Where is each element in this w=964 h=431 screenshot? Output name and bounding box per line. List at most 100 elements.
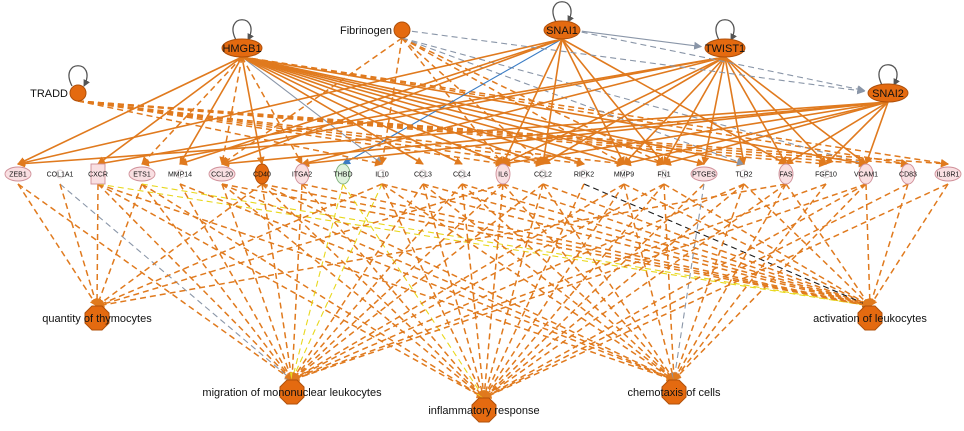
edge-SNAI2-to-VCAM1 [864, 101, 889, 165]
edge-CCL2-to-inflammatory [482, 183, 544, 399]
gene-node[interactable] [659, 169, 669, 179]
edge-HMGB1-to-CD83 [241, 56, 909, 167]
gene-label: TLR2 [735, 172, 752, 179]
regulator-node[interactable] [221, 38, 263, 58]
edge-HMGB1-to-IL10 [241, 56, 383, 165]
gene-node[interactable] [377, 169, 387, 179]
edge-VCAM1-to-chemotaxis [673, 183, 867, 381]
edge-IL10-to-migration [291, 183, 383, 381]
regulator-node[interactable] [69, 84, 87, 102]
gene-label: CCL3 [414, 172, 432, 179]
gene-node[interactable] [934, 166, 962, 182]
edge-CD40-to-chemotaxis [261, 183, 675, 381]
gene-node[interactable] [690, 166, 718, 182]
edge-CXCR4-to-inflammatory [97, 183, 485, 399]
gene-label: CD83 [899, 172, 917, 179]
gene-label: PTGES [692, 172, 716, 179]
regulator-label: TRADD [30, 88, 68, 100]
gene-node[interactable] [739, 169, 749, 179]
function-node[interactable] [661, 379, 687, 405]
gene-label: CCL20 [211, 172, 233, 179]
edge-COL1A1-to-thymocytes [59, 183, 99, 307]
edge-TRADD-to-CCL2 [77, 100, 544, 168]
gene-label: FN1 [657, 172, 670, 179]
edge-VCAM1-to-migration [291, 183, 867, 382]
edge-HMGB1-to-IL6 [241, 56, 504, 166]
gene-node[interactable] [457, 169, 467, 179]
regulator-label: TWIST1 [705, 43, 745, 55]
gene-node[interactable] [418, 169, 428, 179]
gene-label: IL18R1 [937, 172, 960, 179]
edge-ZEB1-to-migration [17, 183, 293, 381]
gene-node[interactable] [619, 169, 629, 179]
gene-node[interactable] [208, 166, 236, 182]
edge-HMGB1-to-ITGA2 [241, 56, 303, 165]
edge-TRADD-to-IL6 [77, 100, 504, 167]
edge-CCL4-to-activation [461, 183, 871, 308]
gene-node[interactable] [175, 169, 185, 179]
edge-PTGES-to-chemotaxis [671, 183, 705, 381]
edge-TRADD-to-IL10 [77, 100, 383, 167]
edge-MMP9-to-chemotaxis [623, 183, 677, 381]
gene-node[interactable] [538, 169, 548, 179]
edge-CXCR4-to-activation [97, 183, 871, 309]
gene-label: CXCR [88, 172, 108, 179]
function-node[interactable] [279, 379, 305, 405]
edge-TLR2-to-inflammatory [483, 183, 745, 399]
edge-HMGB1-to-CCL2 [241, 56, 544, 166]
regulator-node[interactable] [543, 20, 581, 40]
edge-CCL2-to-migration [291, 183, 544, 381]
edge-SNAI1-to-TWIST1 [581, 30, 703, 50]
edge-HMGB1-to-CCL4 [241, 56, 463, 165]
gene-label: VCAM1 [854, 172, 878, 179]
gene-label: IL6 [498, 172, 508, 179]
gene-node[interactable] [900, 163, 916, 185]
gene-node[interactable] [858, 163, 874, 185]
gene-node[interactable] [254, 163, 270, 185]
function-node[interactable] [471, 397, 497, 423]
gene-label: ZEB1 [9, 172, 27, 179]
gene-label: FGF10 [815, 172, 837, 179]
edge-SNAI1-to-ZEB1 [17, 38, 563, 167]
gene-node[interactable] [55, 169, 65, 179]
edge-ETS1-to-thymocytes [95, 183, 143, 307]
edge-CD83-to-inflammatory [483, 183, 909, 399]
edge-IL10-to-chemotaxis [381, 183, 675, 381]
edge-IL18R1-to-activation [869, 183, 949, 307]
edge-CCL20-to-activation [221, 183, 871, 309]
gene-node[interactable] [294, 163, 310, 185]
gene-node[interactable] [579, 169, 589, 179]
edge-TWIST1-to-FAS [724, 56, 787, 165]
edge-SNAI1-to-THBD [342, 38, 563, 165]
gene-node[interactable] [128, 166, 156, 182]
regulator-node[interactable] [393, 21, 411, 39]
edge-SNAI2-to-FGF10 [825, 101, 889, 165]
edge-FAS-to-chemotaxis [673, 183, 787, 381]
function-node[interactable] [84, 305, 110, 331]
edge-SNAI2-to-MMP9 [623, 101, 889, 167]
gene-label: MMP9 [614, 172, 634, 179]
edge-VCAM1-to-inflammatory [483, 183, 867, 399]
gene-node[interactable] [778, 163, 794, 185]
edge-CCL4-to-chemotaxis [461, 183, 675, 381]
edge-HMGB1-to-ZEB1 [17, 56, 243, 165]
edge-MMP14-to-migration [179, 183, 293, 381]
edge-CCL20-to-chemotaxis [221, 183, 675, 381]
edge-MMP14-to-chemotaxis [179, 183, 675, 382]
edge-TRADD-to-RIPK2 [77, 100, 585, 168]
self-loop-SNAI2 [878, 64, 900, 86]
gene-node[interactable] [495, 163, 511, 185]
function-node[interactable] [857, 305, 883, 331]
regulator-node[interactable] [867, 83, 909, 103]
edge-FAS-to-inflammatory [483, 183, 787, 399]
gene-node[interactable] [90, 163, 106, 185]
edge-FAS-to-activation [785, 183, 871, 307]
regulator-label: SNAI2 [872, 88, 904, 100]
regulator-node[interactable] [704, 38, 746, 58]
gene-node[interactable] [335, 163, 351, 185]
gene-label: COL1A1 [47, 172, 74, 179]
gene-node[interactable] [821, 169, 831, 179]
edge-SNAI2-to-FAS [785, 101, 889, 165]
gene-node[interactable] [4, 166, 32, 182]
